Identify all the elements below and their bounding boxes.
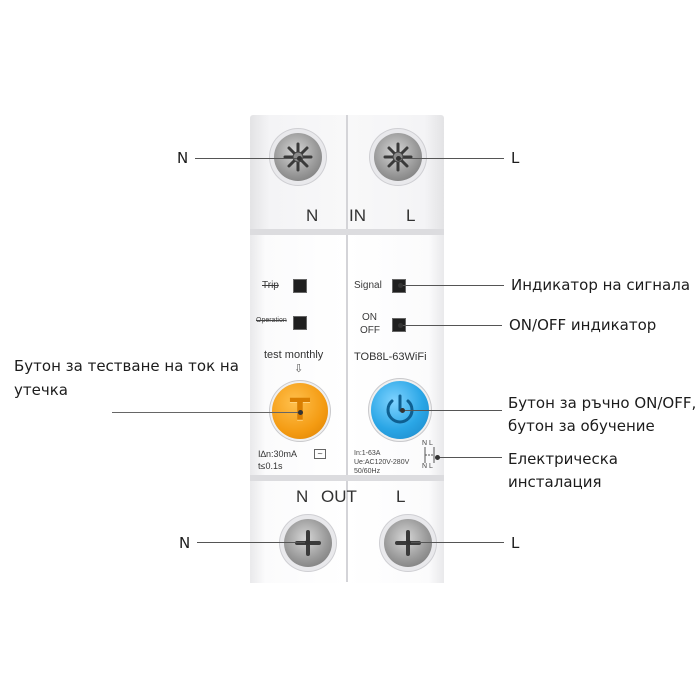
leader-dot (398, 283, 403, 288)
leader-line (112, 412, 300, 413)
leader-dot (398, 323, 403, 328)
operation-indicator (293, 316, 307, 330)
in-label: IN (349, 206, 366, 225)
callout-test-button-line1: Бутон за тестване на ток на (14, 357, 239, 375)
callout-top-n: N (177, 149, 189, 167)
callout-top-l: L (511, 149, 520, 167)
module-seam (346, 115, 348, 582)
out-label: OUT (321, 487, 357, 506)
leader-line (402, 410, 502, 411)
ac-symbol-icon: ~ (314, 449, 326, 459)
trip-time-label: t≤0.1s (258, 461, 283, 471)
power-icon (386, 394, 414, 424)
circuit-breaker-device: N IN L Trip Operation Signal ON OFF test… (250, 115, 444, 583)
callout-bottom-l: L (511, 534, 520, 552)
callout-wiring-line2: инсталация (508, 473, 602, 491)
leader-line (398, 158, 504, 159)
in-l-label: L (406, 206, 416, 225)
callout-wiring-line1: Електрическа (508, 450, 618, 468)
callout-manual-button-line2: бутон за обучение (508, 417, 655, 435)
wiring-nl-bottom: N L (422, 463, 433, 470)
callout-test-button-line2: утечка (14, 381, 68, 399)
leader-line (195, 158, 299, 159)
lower-band (250, 475, 444, 481)
frequency-label: 50/60Hz (354, 468, 381, 475)
leader-dot (406, 540, 411, 545)
leader-dot (435, 455, 440, 460)
leader-dot (396, 156, 401, 161)
test-monthly-label: test monthly (264, 349, 324, 361)
leader-line (197, 542, 307, 543)
wiring-nl-top: N L (422, 440, 433, 447)
leader-dot (305, 540, 310, 545)
trip-label: Trip (262, 280, 279, 291)
leader-dot (400, 408, 405, 413)
in-n-label: N (306, 206, 319, 225)
off-label: OFF (360, 325, 380, 336)
wiring-diagram-icon (424, 447, 435, 463)
signal-label: Signal (354, 280, 382, 291)
out-n-label: N (296, 487, 309, 506)
trip-indicator (293, 279, 307, 293)
operation-label: Operation (256, 317, 287, 324)
callout-signal-indicator: Индикатор на сигнала (511, 276, 691, 294)
rated-current-label: In:1-63A (354, 450, 381, 457)
rated-voltage-label: Ue:AC120V-280V (354, 459, 410, 466)
leak-current-label: I∆n:30mA (258, 449, 298, 459)
callout-onoff-indicator: ON/OFF индикатор (509, 316, 657, 334)
on-label: ON (362, 312, 377, 323)
leader-dot (297, 156, 302, 161)
out-l-label: L (396, 487, 406, 506)
callout-manual-button-line1: Бутон за ръчно ON/OFF, (508, 394, 697, 412)
model-label: TOB8L-63WiFi (354, 351, 427, 363)
leader-line (400, 325, 502, 326)
leader-line (400, 285, 504, 286)
leader-dot (298, 410, 303, 415)
upper-band (250, 229, 444, 235)
callout-bottom-n: N (179, 534, 191, 552)
leader-line (437, 457, 502, 458)
leader-line (408, 542, 504, 543)
down-arrow-icon: ⇩ (294, 362, 304, 375)
